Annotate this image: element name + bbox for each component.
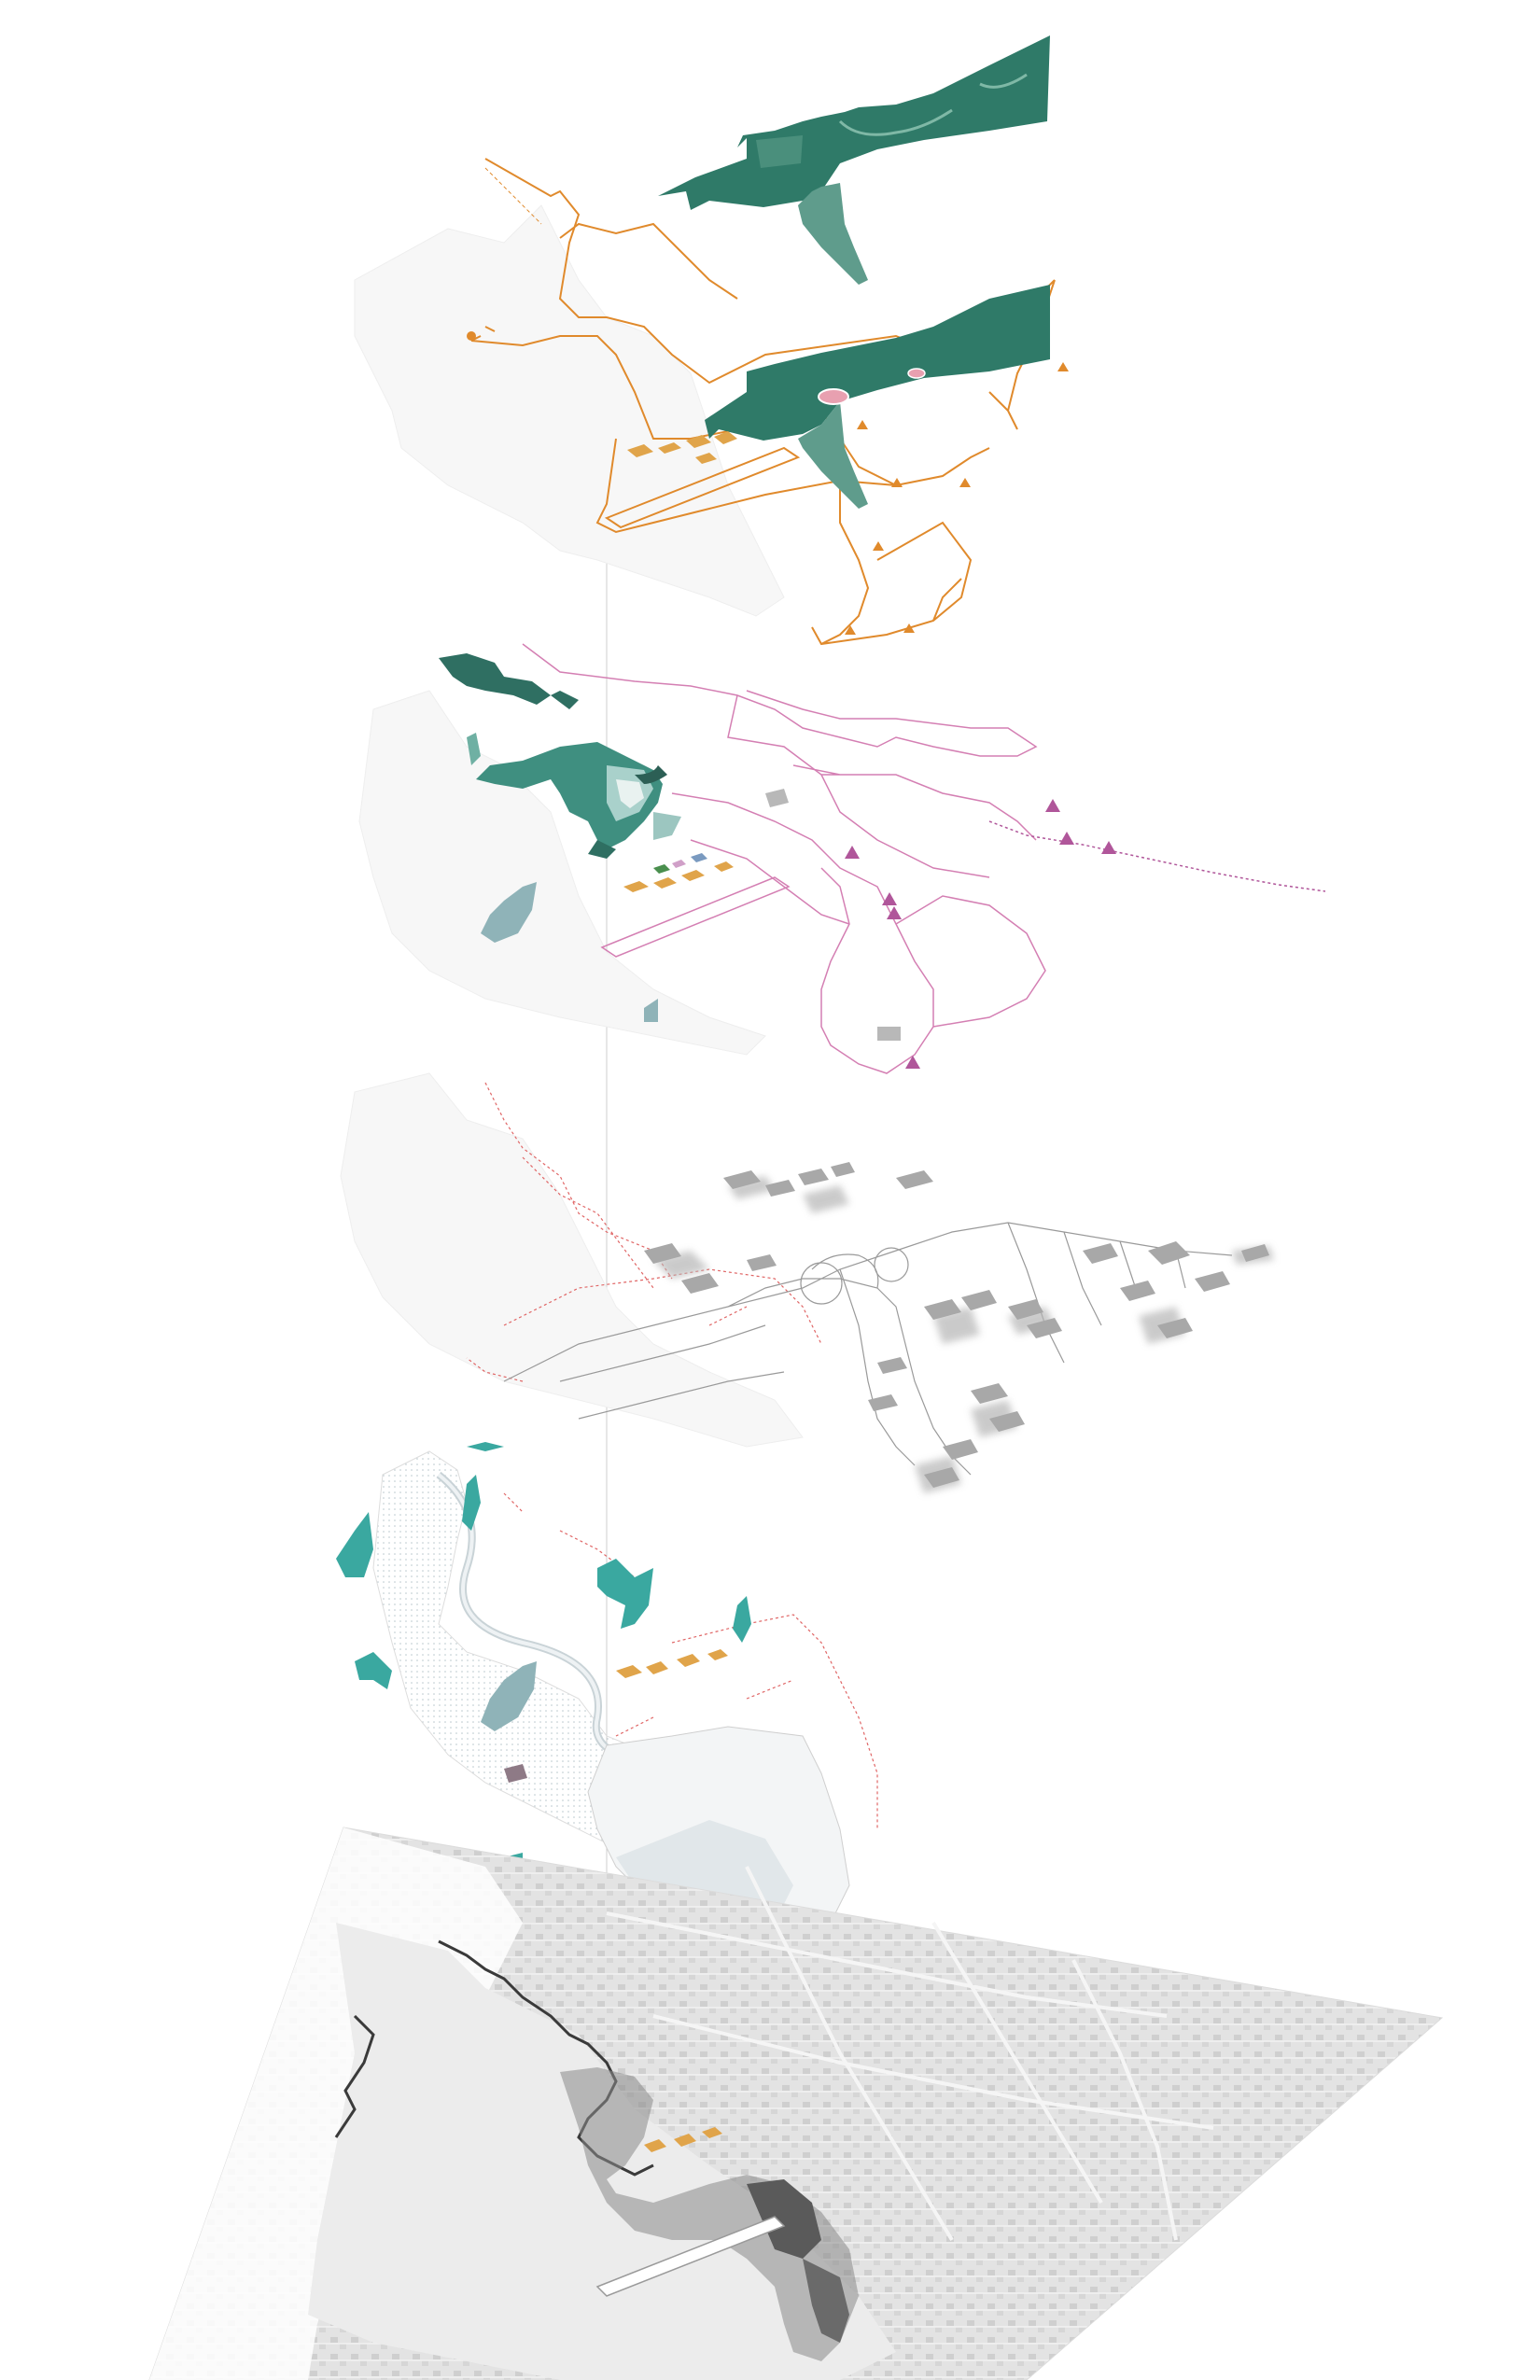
pink-dashed-connector xyxy=(988,820,1326,892)
pink-path-network xyxy=(522,643,1046,1074)
base-roads xyxy=(606,1866,1214,2242)
pier-outline-2 xyxy=(600,876,791,958)
layer-built-fabric xyxy=(340,1072,1274,1493)
trail-markers xyxy=(845,362,1069,635)
lake-shape-2 xyxy=(481,1661,537,1731)
base-pier xyxy=(595,2216,786,2297)
terrain-outline-ghost-3 xyxy=(340,1072,804,1448)
park-green-tail xyxy=(798,183,868,285)
park-overlay xyxy=(705,285,1050,441)
built-blocks xyxy=(644,1162,1274,1493)
roundabout xyxy=(800,1262,843,1305)
layer-green-park xyxy=(658,35,1050,285)
network-markers xyxy=(845,799,1116,1069)
building-cluster-2 xyxy=(623,853,734,892)
lake-shape xyxy=(481,882,537,943)
headland-terrain xyxy=(560,2067,859,2361)
park-green-shape xyxy=(658,35,1050,210)
pier-outline xyxy=(604,446,801,529)
layer-base-map xyxy=(148,1827,1444,2380)
terrain-outline-ghost xyxy=(354,204,785,617)
hydro-dashed-boundary xyxy=(503,1492,878,1829)
trail-network xyxy=(470,158,1056,646)
wetland-cluster xyxy=(439,653,681,859)
terrain-outline-ghost-2 xyxy=(358,690,766,1056)
building-cluster xyxy=(627,431,737,464)
building-cluster-3 xyxy=(616,1649,728,1678)
plaza-marker-small xyxy=(907,368,926,379)
plaza-marker xyxy=(818,388,849,405)
building-cluster-4 xyxy=(644,2127,722,2152)
layer-pink-network xyxy=(358,643,1326,1074)
layer-orange-circulation xyxy=(354,158,1069,646)
shoreline-vegetation xyxy=(336,1442,751,1871)
